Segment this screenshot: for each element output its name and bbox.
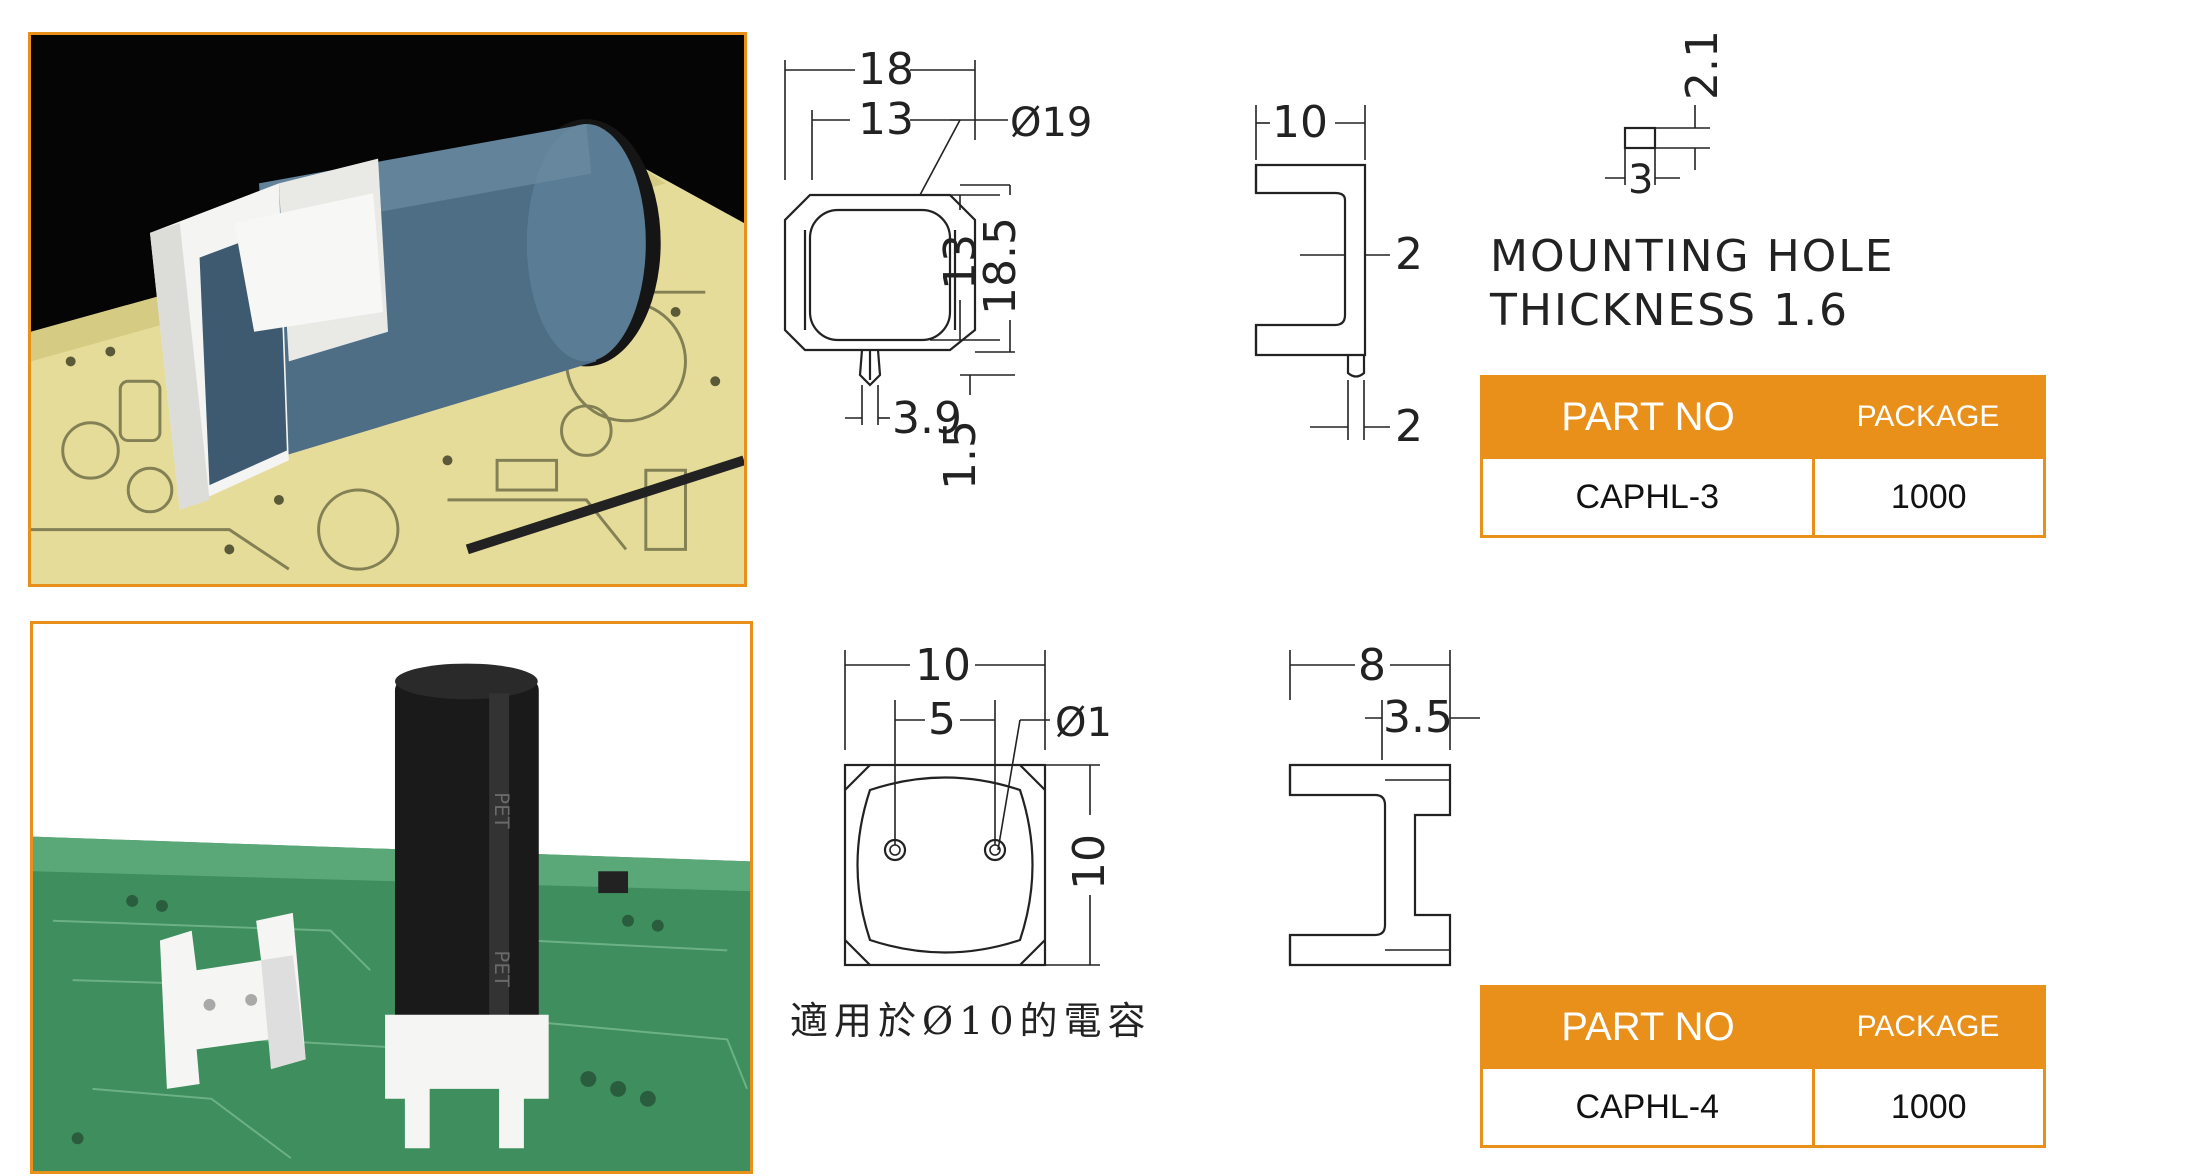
capacitor-holder-vertical-photo-icon: PET PET [33,624,750,1171]
dim-side-width: 10 [1272,97,1328,148]
cell-part-no: CAPHL-4 [1480,1066,1815,1148]
header-package: PACKAGE [1813,376,2045,458]
table-row: CAPHL-4 1000 [1480,1066,2046,1148]
table-header-row: PART NO PACKAGE [1481,376,2045,458]
table-row: CAPHL-3 1000 [1480,456,2046,538]
part-table-caphl-3: PART NO PACKAGE CAPHL-3 1000 [1480,375,2046,538]
dim-width-inner: 13 [858,94,914,145]
dim-height-inner: 13 [935,234,986,290]
dim-side-width-2: 8 [1358,640,1386,691]
dim-side-offset: 3.5 [1383,692,1453,743]
mounting-hole-line: MOUNTING HOLE [1490,231,1895,282]
dim-hole-spacing: 5 [928,694,956,745]
dim-pin-width: 3.9 [892,393,962,444]
caphl-3-side-drawing: 10 2 2 [1240,95,1460,475]
capacitor-size-note: 適用於Ø10的電容 [790,999,1152,1043]
table-header-row: PART NO PACKAGE [1481,986,2045,1068]
cell-package: 1000 [1811,1066,2046,1148]
cell-package: 1000 [1811,456,2046,538]
capacitor-holder-horizontal-photo-icon [31,35,744,584]
dim-pin-height: 1.5 [935,420,986,490]
svg-text:PET: PET [490,792,513,829]
header-package: PACKAGE [1813,986,2045,1068]
part-table-caphl-4: PART NO PACKAGE CAPHL-4 1000 [1480,985,2046,1148]
dim-diameter: Ø19 [1010,100,1092,146]
dim-width-outer-2: 10 [915,640,971,691]
caphl-4-side-drawing: 8 3.5 [1270,640,1500,980]
mounting-hole-detail: 2.1 3 [1590,30,1740,210]
cell-part-no: CAPHL-3 [1480,456,1815,538]
dim-height-outer: 18.5 [975,217,1026,315]
dim-side-wall: 2 [1395,229,1423,280]
dim-width-outer: 18 [858,44,914,95]
header-part-no: PART NO [1481,986,1813,1068]
dim-hole-diameter: Ø1 [1055,700,1112,746]
dim-hole-height: 2.1 [1677,30,1728,100]
caphl-3-front-drawing: 18 13 Ø19 13 18.5 1.5 [760,30,1120,500]
dim-hole-width: 3 [1628,157,1653,203]
product-photo-caphl-4: PET PET [30,621,753,1174]
dim-height-2: 10 [1064,834,1115,890]
header-part-no: PART NO [1481,376,1813,458]
mounting-hole-note: MOUNTING HOLE THICKNESS 1.6 [1490,230,1895,338]
caphl-4-front-drawing: 10 5 Ø1 10 [820,640,1140,980]
dim-side-pin: 2 [1395,401,1423,452]
product-photo-caphl-3 [28,32,747,587]
svg-text:PET: PET [490,950,513,987]
thickness-line: THICKNESS 1.6 [1490,285,1850,336]
